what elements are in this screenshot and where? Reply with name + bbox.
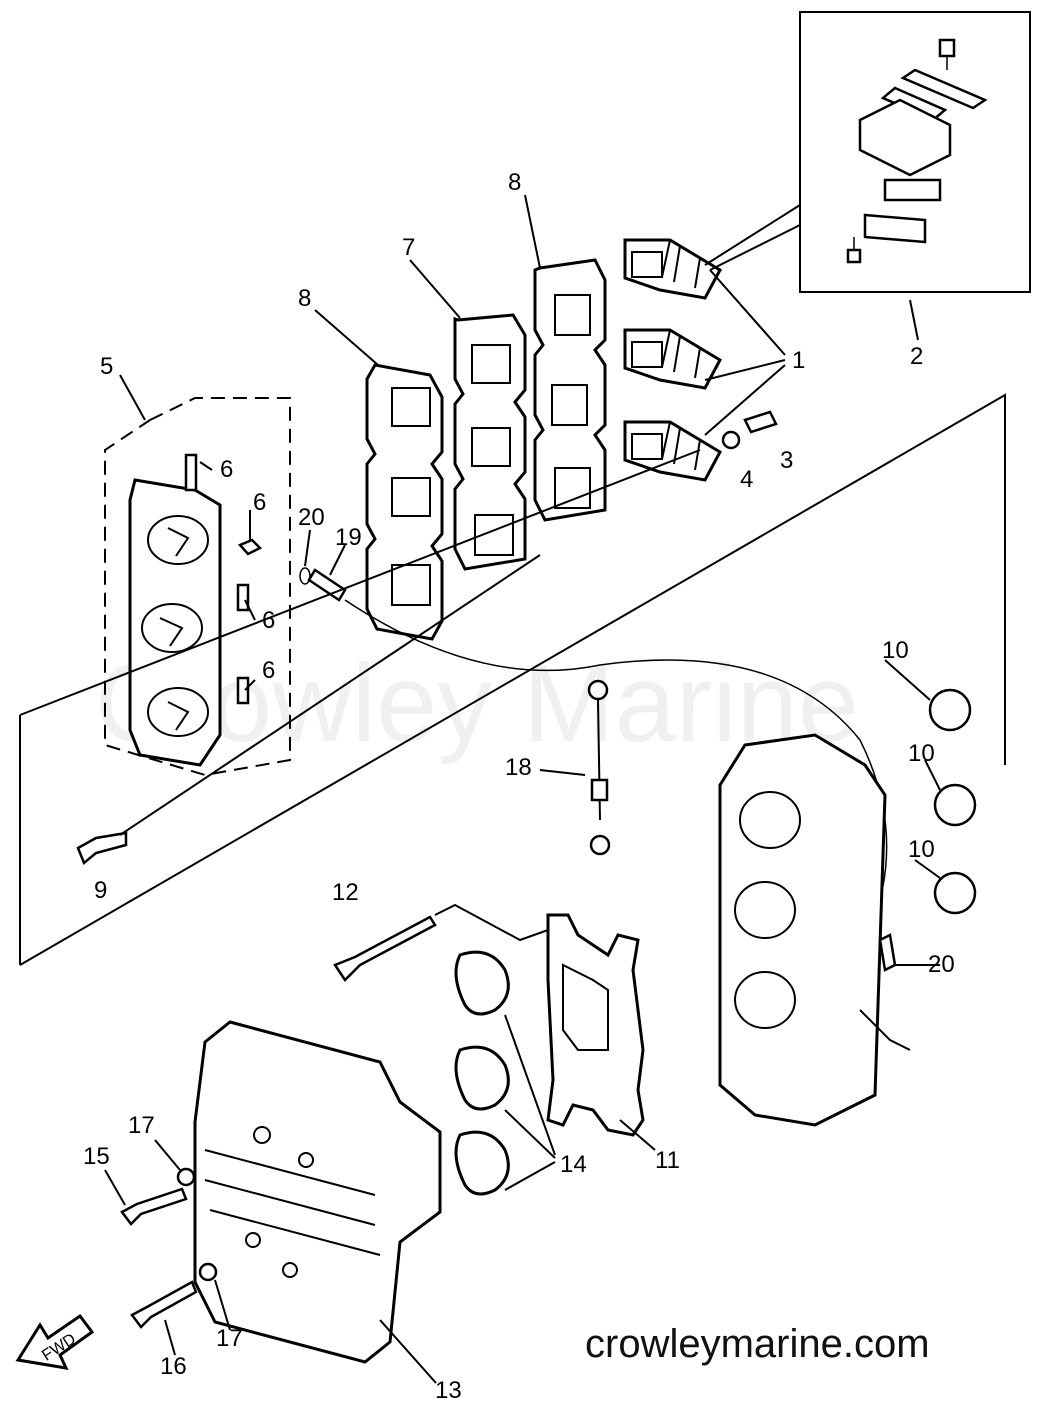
stud-bolt-1 <box>184 453 198 492</box>
washer-4 <box>721 430 741 450</box>
callout-6-second: 6 <box>253 489 266 516</box>
gasket-middle <box>453 313 527 571</box>
manifold-dashed-outline <box>104 397 291 777</box>
washer-17-top <box>176 1167 196 1187</box>
callout-1: 1 <box>792 347 805 374</box>
callout-12: 12 <box>332 879 359 906</box>
gasket-front <box>365 363 444 641</box>
reed-valve-bottom <box>623 420 722 482</box>
callout-18: 18 <box>505 754 532 781</box>
callout-5: 5 <box>100 353 113 380</box>
callout-4: 4 <box>740 466 753 493</box>
callout-10-middle: 10 <box>908 740 935 767</box>
link-rod <box>587 679 611 856</box>
stud-bolt-3 <box>236 676 250 705</box>
bolt-3 <box>743 410 778 434</box>
o-ring-10-top <box>928 688 972 732</box>
bolt-15 <box>120 1187 188 1226</box>
callout-20-top: 20 <box>298 504 325 531</box>
intake-manifold <box>128 478 222 767</box>
o-ring-10-bottom <box>933 871 977 915</box>
bolt-12 <box>333 915 437 982</box>
reed-valve-top <box>623 238 722 300</box>
callout-7: 7 <box>402 234 415 261</box>
silencer-cover <box>193 1020 442 1364</box>
washer-17-bottom <box>198 1262 218 1282</box>
callout-10-top: 10 <box>882 637 909 664</box>
nut-1 <box>237 538 263 556</box>
callout-15: 15 <box>83 1143 110 1170</box>
bolt-9 <box>76 831 128 866</box>
callout-2: 2 <box>910 343 923 370</box>
callout-6-bottom: 6 <box>262 657 275 684</box>
callout-8-front: 8 <box>298 285 311 312</box>
callout-6-third: 6 <box>262 607 275 634</box>
callout-17-top: 17 <box>128 1112 155 1139</box>
callout-8-rear: 8 <box>508 169 521 196</box>
bolt-16 <box>130 1280 198 1329</box>
callout-19: 19 <box>335 524 362 551</box>
callout-9: 9 <box>94 877 107 904</box>
o-ring-10-middle <box>933 783 977 827</box>
reed-valve-detail-inset <box>799 11 1031 293</box>
callout-16: 16 <box>160 1353 187 1380</box>
seal-14-top <box>454 950 510 1016</box>
callout-13: 13 <box>435 1377 462 1404</box>
stud-bolt-2 <box>236 583 250 612</box>
callout-20-right: 20 <box>928 951 955 978</box>
callout-17-bottom: 17 <box>216 1325 243 1352</box>
seal-14-middle <box>454 1045 510 1111</box>
carburetor-body <box>718 733 911 1127</box>
reed-valve-middle <box>623 328 722 390</box>
seal-14-bottom <box>454 1130 510 1196</box>
callout-6-top: 6 <box>220 456 233 483</box>
callout-10-bottom: 10 <box>908 836 935 863</box>
callout-14: 14 <box>560 1151 587 1178</box>
gasket-11 <box>546 913 645 1137</box>
callout-11: 11 <box>655 1147 680 1174</box>
site-url: crowleymarine.com <box>585 1322 930 1366</box>
gasket-rear <box>533 258 607 522</box>
callout-3: 3 <box>780 447 793 474</box>
fwd-arrow: FWD <box>15 1313 95 1370</box>
pipe-20 <box>878 933 897 972</box>
o-ring-small <box>299 567 311 585</box>
